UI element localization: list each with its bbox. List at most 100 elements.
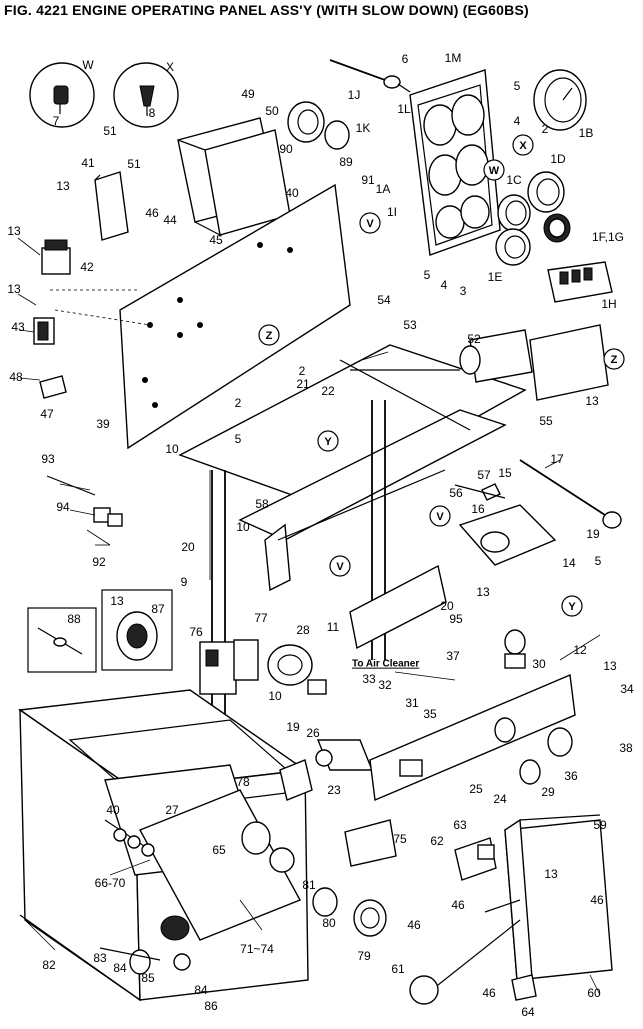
callout-20: 20 (181, 540, 195, 554)
callout-81: 81 (302, 878, 316, 892)
main-panel (50, 183, 351, 450)
callout-92: 92 (92, 555, 106, 569)
callout-20: 20 (440, 599, 454, 613)
reference-mark-v: V (429, 505, 451, 527)
front-panel-82 (18, 689, 397, 1002)
callout-19: 19 (586, 527, 600, 541)
callout-46: 46 (482, 986, 496, 1000)
callout-30: 30 (532, 657, 546, 671)
svg-text:Y: Y (324, 436, 332, 448)
callout-13: 13 (585, 394, 599, 408)
note-to-air-cleaner: To Air Cleaner (352, 659, 419, 670)
callout-50: 50 (265, 104, 279, 118)
callout-15: 15 (498, 466, 512, 480)
callout-3: 3 (460, 284, 467, 298)
callout-59: 59 (593, 818, 607, 832)
callout-27: 27 (165, 803, 179, 817)
callout-1f-1g: 1F,1G (592, 230, 624, 244)
actuator-group (350, 324, 609, 401)
callout-29: 29 (541, 785, 555, 799)
callout-84: 84 (113, 961, 127, 975)
reference-mark-w: W (483, 159, 505, 181)
callout-1i: 1I (387, 205, 397, 219)
callout-84: 84 (194, 983, 208, 997)
callout-40: 40 (106, 803, 120, 817)
callout-38: 38 (619, 741, 633, 755)
callout-13: 13 (544, 867, 558, 881)
callout-10: 10 (165, 442, 179, 456)
callout-63: 63 (453, 818, 467, 832)
callout-46: 46 (451, 898, 465, 912)
callout-80: 80 (322, 916, 336, 930)
svg-text:W: W (489, 165, 500, 177)
callout-33: 33 (362, 672, 376, 686)
callout-34: 34 (620, 682, 634, 696)
svg-text:V: V (336, 561, 344, 573)
callout-42: 42 (80, 260, 94, 274)
reference-mark-v: V (329, 555, 351, 577)
callout-52: 52 (467, 332, 481, 346)
callout-71-74: 71~74 (240, 942, 274, 956)
reference-mark-y: Y (317, 430, 339, 452)
callout-56: 56 (449, 486, 463, 500)
inset-letter-w: W (82, 58, 94, 72)
callout-1e: 1E (488, 270, 503, 284)
reference-mark-y: Y (561, 595, 583, 617)
callout-53: 53 (403, 318, 417, 332)
left-components (33, 239, 123, 527)
callout-58: 58 (255, 497, 269, 511)
callout-35: 35 (423, 707, 437, 721)
svg-text:Y: Y (568, 601, 576, 613)
callout-46: 46 (145, 206, 159, 220)
callout-1l: 1L (397, 102, 411, 116)
inset-details (29, 62, 179, 128)
gauge-panel-group (287, 59, 613, 303)
inset-letter-x: X (166, 60, 174, 74)
callout-1j: 1J (348, 88, 361, 102)
callout-8: 8 (149, 106, 156, 120)
callout-13: 13 (110, 594, 124, 608)
callout-7: 7 (53, 114, 60, 128)
callout-5: 5 (235, 432, 242, 446)
callout-23: 23 (327, 783, 341, 797)
callout-77: 77 (254, 611, 268, 625)
callout-32: 32 (378, 678, 392, 692)
callout-46: 46 (407, 918, 421, 932)
callout-5: 5 (424, 268, 431, 282)
callout-6: 6 (402, 52, 409, 66)
callout-1k: 1K (356, 121, 371, 135)
callout-14: 14 (562, 556, 576, 570)
callout-48: 48 (9, 370, 23, 384)
callout-88: 88 (67, 612, 81, 626)
callout-43: 43 (11, 320, 25, 334)
callout-11: 11 (327, 620, 340, 634)
callout-62: 62 (430, 834, 444, 848)
callout-2: 2 (235, 396, 242, 410)
callout-5: 5 (595, 554, 602, 568)
callout-47: 47 (40, 407, 54, 421)
svg-text:Z: Z (611, 354, 618, 366)
governor-bracket-group (454, 459, 622, 566)
callout-labels: 1A1B1C1D1E1F,1G1H1I1J1K1L1M2223445555678… (7, 51, 634, 1019)
figure-title: FIG. 4221 ENGINE OPERATING PANEL ASS'Y (… (4, 2, 529, 18)
callout-79: 79 (357, 949, 371, 963)
callout-78: 78 (236, 775, 250, 789)
inset-boxes (27, 589, 173, 673)
callout-13: 13 (7, 224, 21, 238)
callout-13: 13 (476, 585, 490, 599)
callout-36: 36 (564, 769, 578, 783)
callout-60: 60 (587, 986, 601, 1000)
callout-13: 13 (56, 179, 70, 193)
callout-90: 90 (279, 142, 293, 156)
callout-61: 61 (391, 962, 405, 976)
callout-64: 64 (521, 1005, 535, 1019)
callout-10: 10 (236, 520, 250, 534)
callout-41: 41 (81, 156, 95, 170)
reference-mark-v: V (359, 212, 381, 234)
callout-51: 51 (103, 124, 117, 138)
callout-25: 25 (469, 782, 483, 796)
callout-5: 5 (514, 79, 521, 93)
callout-46: 46 (590, 893, 604, 907)
